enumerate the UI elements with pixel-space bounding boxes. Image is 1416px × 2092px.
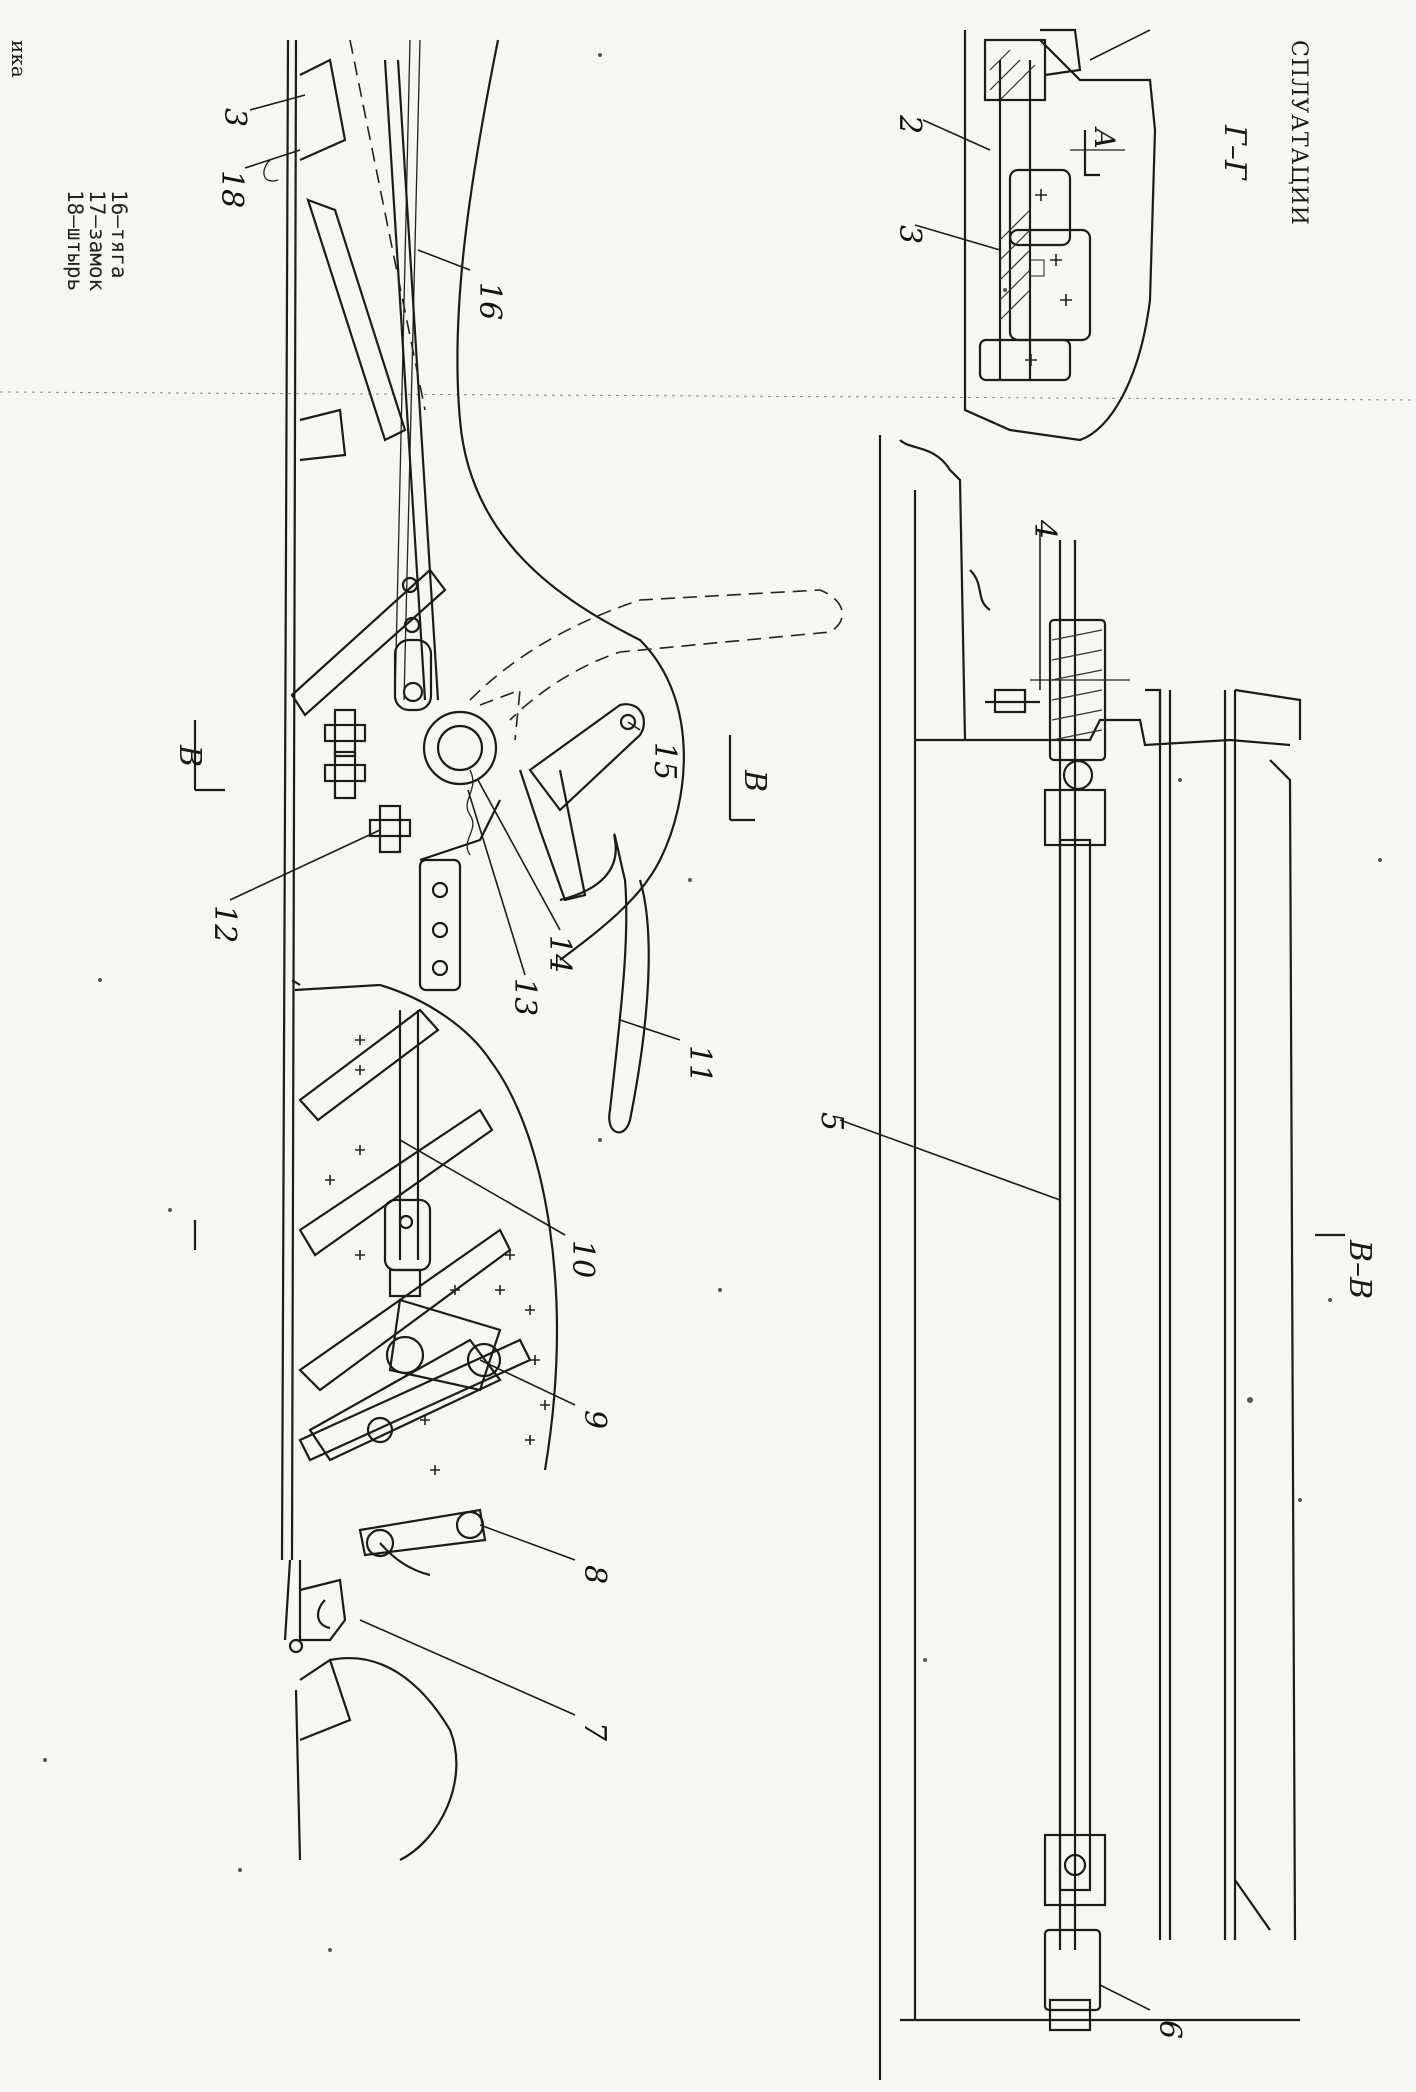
header-text: СПЛУАТАЦИИ [1286, 40, 1311, 226]
section-label-g-g: Г–Г [1217, 124, 1252, 181]
cut-markers [193, 720, 755, 1250]
section-label-a: А [1088, 126, 1121, 149]
corner-text: ика [7, 40, 31, 78]
section-rivets [1025, 189, 1072, 366]
cut-marker-v-left: В [172, 744, 207, 767]
cut-marker-v-right: В [737, 769, 772, 792]
callout-2: 2 [892, 114, 927, 134]
fold-crease-line [0, 391, 1416, 401]
hatching [989, 49, 1036, 321]
labels: СПЛУАТАЦИИ ика 16–тяга 17–замок 18–штырь… [7, 40, 1377, 2039]
callout-6: 6 [1152, 2020, 1187, 2039]
rivet-marks [325, 1035, 550, 1475]
bolt-group-upper [323, 708, 412, 854]
callout-13: 13 [507, 978, 542, 1016]
callout-3-section: 3 [892, 225, 927, 244]
legend-item-17: 17–замок [85, 190, 109, 292]
callout-7: 7 [577, 1722, 612, 1742]
callout-16: 16 [472, 282, 507, 320]
hinge-mechanism-view [263, 39, 844, 1861]
callout-4: 4 [1027, 519, 1062, 539]
callout-11: 11 [682, 1045, 717, 1083]
scan-noise [43, 53, 1382, 1952]
legend-item-18: 18–штырь [63, 190, 87, 291]
section-label-v-v: В–В [1342, 1239, 1377, 1299]
callout-8: 8 [577, 1565, 612, 1584]
callout-10: 10 [565, 1240, 600, 1278]
callout-12: 12 [207, 905, 242, 943]
section-v-v-view [878, 435, 1345, 2080]
callout-15: 15 [647, 742, 682, 780]
section-g-g-view [963, 28, 1157, 442]
callout-18: 18 [214, 170, 249, 208]
callout-5: 5 [814, 1112, 849, 1131]
callout-9: 9 [577, 1410, 612, 1429]
leader-lines [229, 29, 1151, 2011]
callout-3-top: 3 [217, 108, 252, 127]
callout-14: 14 [542, 935, 577, 973]
legend-item-16: 16–тяга [107, 190, 131, 279]
